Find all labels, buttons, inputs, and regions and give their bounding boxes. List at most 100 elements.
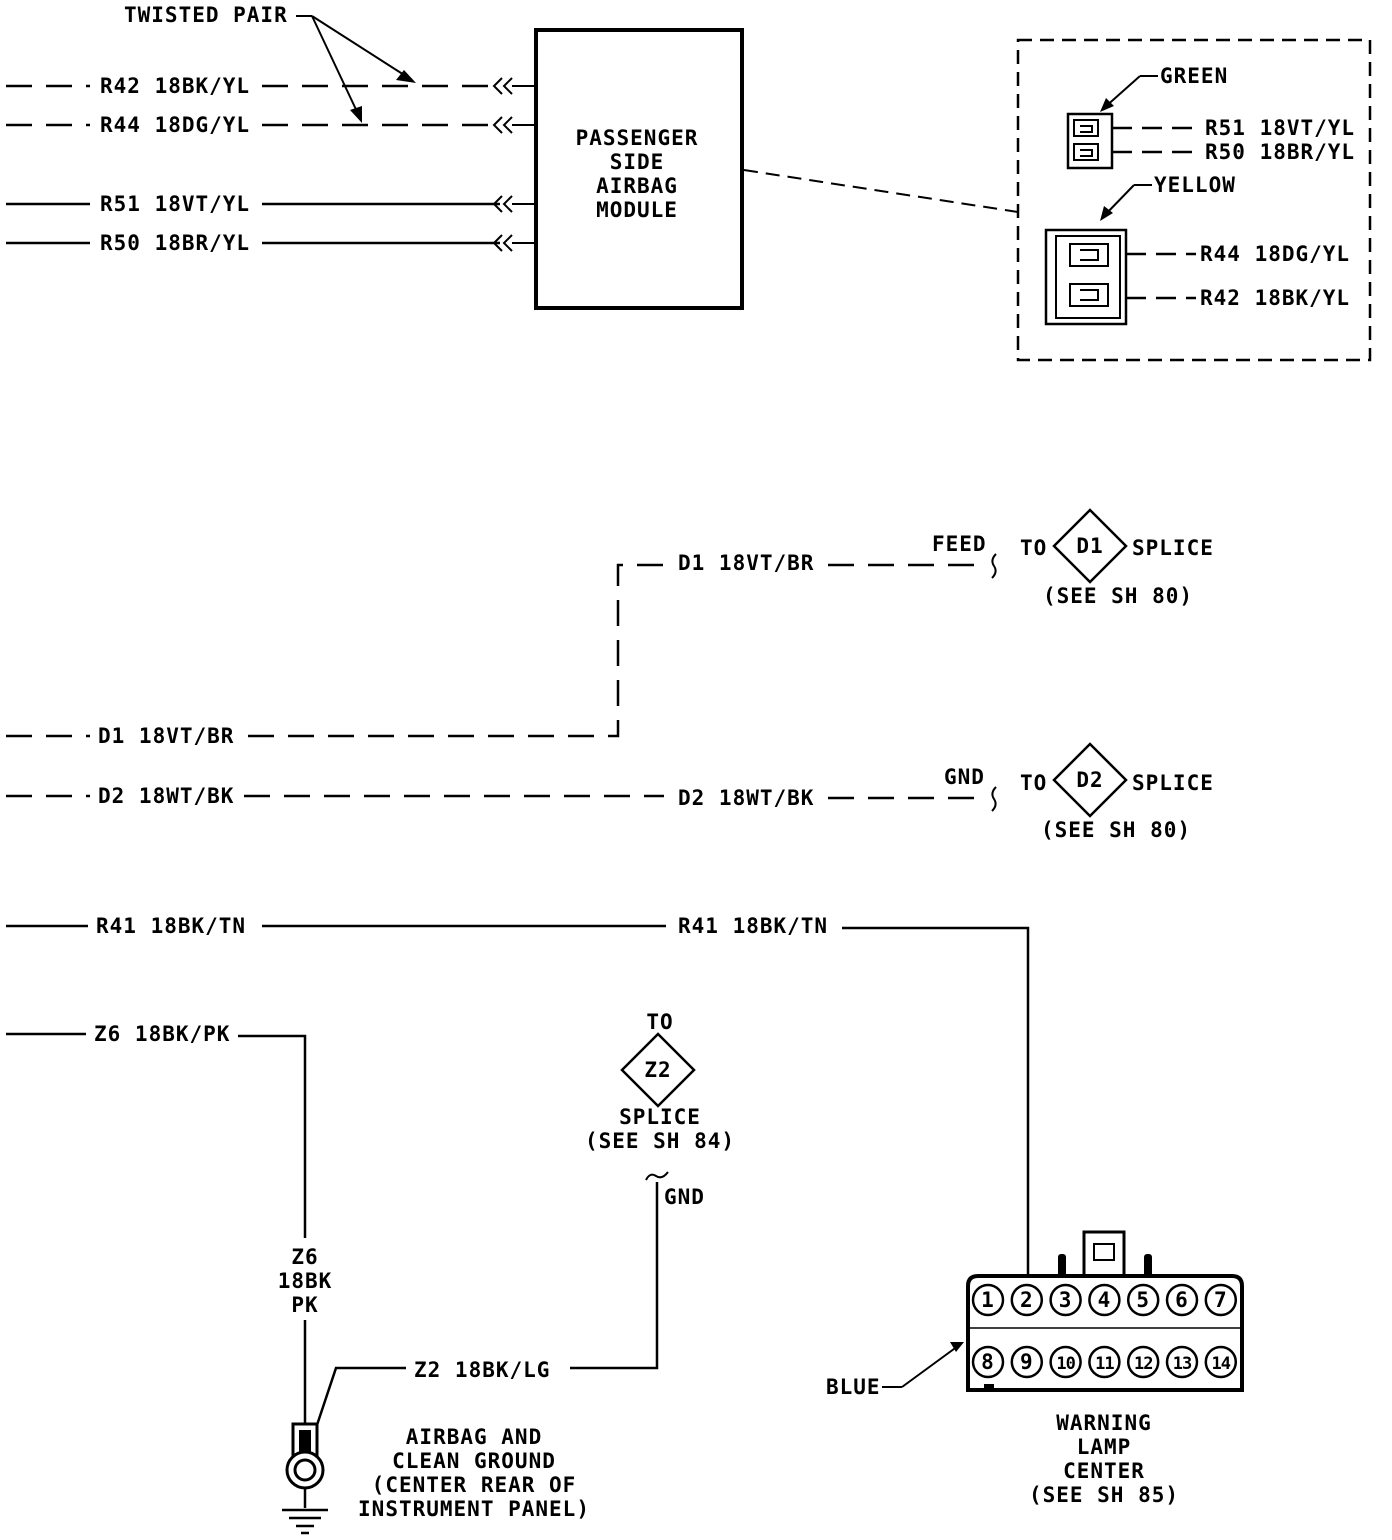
pin-11-label: 11 — [1095, 1354, 1114, 1374]
d2-gnd-label: GND — [944, 765, 985, 789]
wire-z6-route — [238, 1034, 307, 1238]
pin-12-label: 12 — [1134, 1354, 1152, 1374]
detail-r51-label: R51 18VT/YL — [1205, 116, 1355, 140]
green-connector — [1066, 112, 1114, 170]
ground-label-1: AIRBAG AND — [406, 1425, 542, 1449]
pin-6-circle — [1165, 1283, 1199, 1317]
pin-14-circle — [1204, 1345, 1238, 1379]
z2-splice-id: Z2 — [644, 1058, 671, 1082]
pin-3-circle — [1049, 1283, 1082, 1317]
d1-to-label: TO — [1020, 536, 1047, 560]
pin-4-label: 4 — [1098, 1288, 1112, 1312]
z6-vertical-label-2: 18BK — [278, 1269, 333, 1293]
pin-8-circle — [971, 1345, 1005, 1379]
pin-7-label: 7 — [1214, 1288, 1228, 1312]
ground-label-2: CLEAN GROUND — [392, 1449, 556, 1473]
z6-vertical-label-3: PK — [291, 1293, 318, 1317]
d1-splice-diamond — [1052, 508, 1128, 584]
wire-z2-to-ground — [314, 1366, 406, 1429]
d1-feed-label: FEED — [932, 532, 987, 556]
wire-z2-label: Z2 18BK/LG — [414, 1358, 550, 1382]
z2-break-mark — [645, 1171, 669, 1181]
d2-splice-label: SPLICE — [1132, 771, 1214, 795]
wire-d2-right-label: D2 18WT/BK — [678, 786, 814, 810]
ground-label-3: (CENTER REAR OF — [372, 1473, 577, 1497]
pin-4-circle — [1088, 1283, 1121, 1317]
pin-11-circle — [1088, 1345, 1121, 1379]
pin-1-label: 1 — [981, 1288, 995, 1312]
d1-splice-label: SPLICE — [1132, 536, 1214, 560]
d1-splice-id: D1 — [1076, 534, 1103, 558]
z2-see-sheet: (SEE SH 84) — [585, 1129, 735, 1153]
wire-r41-right-label: R41 18BK/TN — [678, 914, 828, 938]
wire-r41-right — [842, 926, 1030, 1290]
twisted-pair-arrow-1 — [311, 15, 413, 81]
d2-to-label: TO — [1020, 771, 1047, 795]
pin-14-label: 14 — [1212, 1354, 1231, 1374]
d2-break-mark — [991, 786, 997, 812]
z6-vertical-label-1: Z6 — [291, 1245, 318, 1269]
pin-7-circle — [1204, 1283, 1238, 1317]
pin-10-label: 10 — [1056, 1354, 1075, 1374]
d1-see-sheet: (SEE SH 80) — [1043, 584, 1193, 608]
pin-13-circle — [1165, 1345, 1199, 1379]
module-label-line1: PASSENGER — [576, 126, 699, 150]
lamp-center-label-4: (SEE SH 85) — [1029, 1483, 1179, 1507]
pin-12-circle — [1126, 1345, 1160, 1379]
blue-connector-label: BLUE — [826, 1375, 881, 1399]
pin-9-label: 9 — [1020, 1350, 1034, 1374]
pin-13-label: 13 — [1173, 1354, 1192, 1374]
d2-splice-id: D2 — [1076, 768, 1103, 792]
wire-d1-right-label: D1 18VT/BR — [678, 551, 814, 575]
wire-r44-label: R44 18DG/YL — [100, 113, 250, 137]
ground-eyelet-icon — [282, 1422, 328, 1535]
twisted-pair-label: TWISTED PAIR — [124, 3, 288, 27]
passenger-airbag-module — [534, 28, 744, 310]
wire-r51-label: R51 18VT/YL — [100, 192, 250, 216]
pin-5-circle — [1126, 1283, 1160, 1317]
pin-2-label: 2 — [1020, 1288, 1034, 1312]
d2-see-sheet: (SEE SH 80) — [1041, 818, 1191, 842]
z2-splice-label: SPLICE — [619, 1105, 701, 1129]
lamp-center-label-3: CENTER — [1063, 1459, 1145, 1483]
wire-z6-label: Z6 18BK/PK — [94, 1022, 230, 1046]
pin-6-label: 6 — [1175, 1288, 1189, 1312]
detail-r44-label: R44 18DG/YL — [1200, 242, 1350, 266]
pin-8-label: 8 — [981, 1350, 995, 1374]
z2-splice-diamond — [620, 1032, 696, 1108]
pin-10-circle — [1049, 1345, 1082, 1379]
green-connector-label: GREEN — [1160, 64, 1228, 88]
z2-gnd-label: GND — [664, 1185, 705, 1209]
detail-r50-label: R50 18BR/YL — [1205, 140, 1355, 164]
d2-splice-diamond — [1052, 742, 1128, 818]
pin-5-label: 5 — [1136, 1288, 1150, 1312]
wire-d2-left-label: D2 18WT/BK — [98, 784, 234, 808]
pin-2-circle — [1010, 1283, 1044, 1317]
wire-d1-left-label: D1 18VT/BR — [98, 724, 234, 748]
yellow-connector — [1044, 228, 1128, 326]
wire-r41-left-label: R41 18BK/TN — [96, 914, 246, 938]
wire-d1-route — [248, 563, 664, 738]
lamp-center-label-2: LAMP — [1077, 1435, 1132, 1459]
module-connector-terminals — [492, 77, 536, 252]
pin-9-circle — [1010, 1345, 1044, 1379]
wire-r42-label: R42 18BK/YL — [100, 74, 250, 98]
module-label-line2: SIDE — [610, 150, 665, 174]
lamp-center-label-1: WARNING — [1056, 1411, 1152, 1435]
detail-r42-label: R42 18BK/YL — [1200, 286, 1350, 310]
module-label-line4: MODULE — [596, 198, 678, 222]
twisted-pair-arrow-2 — [311, 15, 361, 119]
pin-3-label: 3 — [1059, 1288, 1073, 1312]
d1-break-mark — [991, 553, 997, 579]
connector-detail-box — [1016, 38, 1372, 362]
wire-z2-route — [570, 1182, 659, 1370]
wire-r50-label: R50 18BR/YL — [100, 231, 250, 255]
yellow-connector-label: YELLOW — [1154, 173, 1236, 197]
detail-leader — [743, 169, 1019, 213]
module-label-line3: AIRBAG — [596, 174, 678, 198]
pin-1-circle — [971, 1283, 1005, 1317]
z2-to-label: TO — [646, 1010, 673, 1034]
ground-label-4: INSTRUMENT PANEL) — [358, 1497, 590, 1521]
